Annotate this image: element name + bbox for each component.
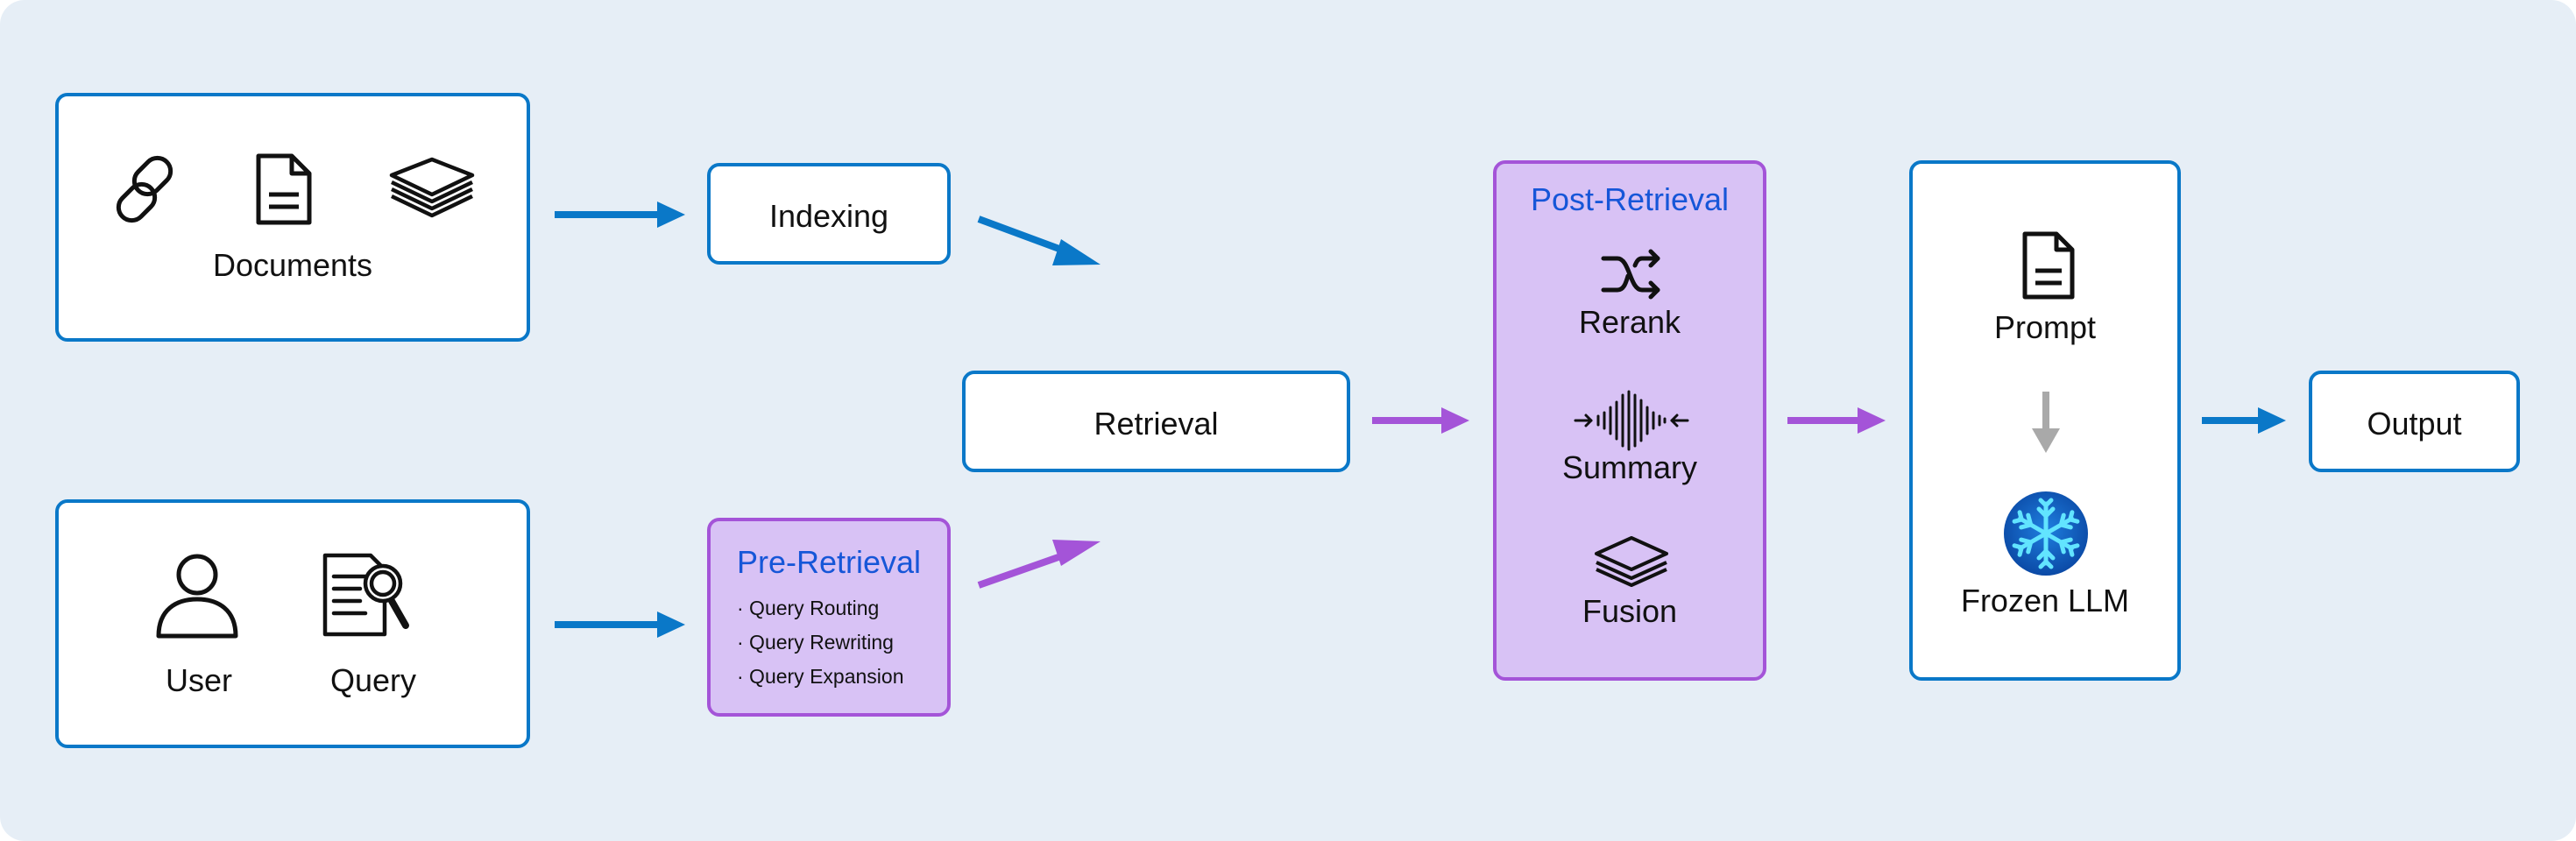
layers-icon xyxy=(1595,536,1668,587)
arrow-retrieval-to-post-retrieval xyxy=(1372,407,1469,434)
documents-box: Documents xyxy=(55,93,530,342)
retrieval-box: Retrieval xyxy=(962,371,1350,472)
pre-retrieval-item: · Query Routing xyxy=(737,597,880,619)
link-icon xyxy=(116,155,173,223)
arrow-indexing-to-retrieval xyxy=(977,216,1100,265)
pre-retrieval-item: · Query Expansion xyxy=(737,665,904,688)
indexing-box: Indexing xyxy=(707,163,951,265)
arrow-user-query-to-pre-retrieval xyxy=(555,611,685,638)
llm-box: Prompt xyxy=(1909,160,2181,681)
query-label: Query xyxy=(330,662,417,698)
frozen-llm-label: Frozen LLM xyxy=(1960,583,2130,618)
arrow-post-retrieval-to-llm xyxy=(1787,407,1886,434)
prompt-label: Prompt xyxy=(1993,309,2097,345)
pre-retrieval-item: · Query Rewriting xyxy=(737,631,894,654)
document-icon xyxy=(256,153,312,225)
user-query-box: User Query xyxy=(55,499,530,748)
pre-retrieval-title: Pre-Retrieval xyxy=(736,544,922,580)
output-box: Output xyxy=(2309,371,2520,472)
query-search-icon xyxy=(322,553,409,637)
fusion-label: Fusion xyxy=(1582,593,1678,629)
arrow-llm-to-output xyxy=(2202,407,2286,434)
layers-icon xyxy=(389,157,475,218)
prompt-document-icon xyxy=(2022,231,2075,300)
post-retrieval-box: Post-Retrieval Rerank xyxy=(1493,160,1766,681)
arrow-documents-to-indexing xyxy=(555,201,685,228)
waveform-compress-icon xyxy=(1574,390,1689,451)
user-icon xyxy=(156,554,238,639)
summary-label: Summary xyxy=(1561,449,1698,485)
output-label: Output xyxy=(2367,406,2462,442)
documents-label: Documents xyxy=(212,247,373,283)
retrieval-label: Retrieval xyxy=(1093,406,1219,442)
user-label: User xyxy=(166,662,233,698)
arrow-pre-retrieval-to-retrieval xyxy=(977,540,1100,589)
down-arrow-icon xyxy=(2032,392,2060,453)
shuffle-icon xyxy=(1601,249,1660,300)
indexing-label: Indexing xyxy=(768,198,889,234)
post-retrieval-title: Post-Retrieval xyxy=(1530,181,1730,217)
snowflake-icon xyxy=(2004,491,2088,576)
rerank-label: Rerank xyxy=(1578,304,1681,340)
pre-retrieval-box: Pre-Retrieval · Query Routing · Query Re… xyxy=(707,518,951,717)
